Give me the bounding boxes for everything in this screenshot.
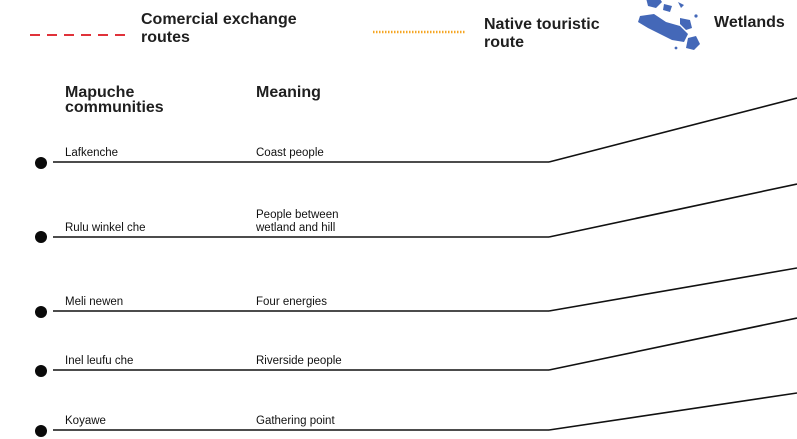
community-name: Inel leufu che [65,355,134,367]
row-line-4 [53,317,797,371]
row-line-3 [53,267,797,312]
community-meaning: Four energies [256,296,327,308]
community-name: Koyawe [65,415,106,427]
commercial-routes-label: Comercial exchange routes [141,11,297,46]
native-route-label: Native touristic route [484,16,600,51]
header-meaning: Meaning [256,84,321,101]
row-dot [35,231,47,243]
community-meaning: People between wetland and hill [256,209,339,234]
row-line-5 [53,392,797,431]
row-dot [35,306,47,318]
row-dot [35,365,47,377]
row-dot [35,157,47,169]
row-line-1 [53,97,797,163]
community-meaning: Gathering point [256,415,335,427]
row-line-2 [53,183,797,238]
wetlands-label: Wetlands [714,14,785,31]
wetlands-icon [638,0,700,50]
community-meaning: Riverside people [256,355,342,367]
header-mapuche-communities: Mapuche communities [65,84,164,116]
community-name: Rulu winkel che [65,222,146,234]
native-route-swatch [373,30,465,34]
community-name: Lafkenche [65,147,119,159]
community-name: Meli newen [65,296,124,308]
community-meaning: Coast people [256,147,324,159]
row-dot [35,425,47,437]
